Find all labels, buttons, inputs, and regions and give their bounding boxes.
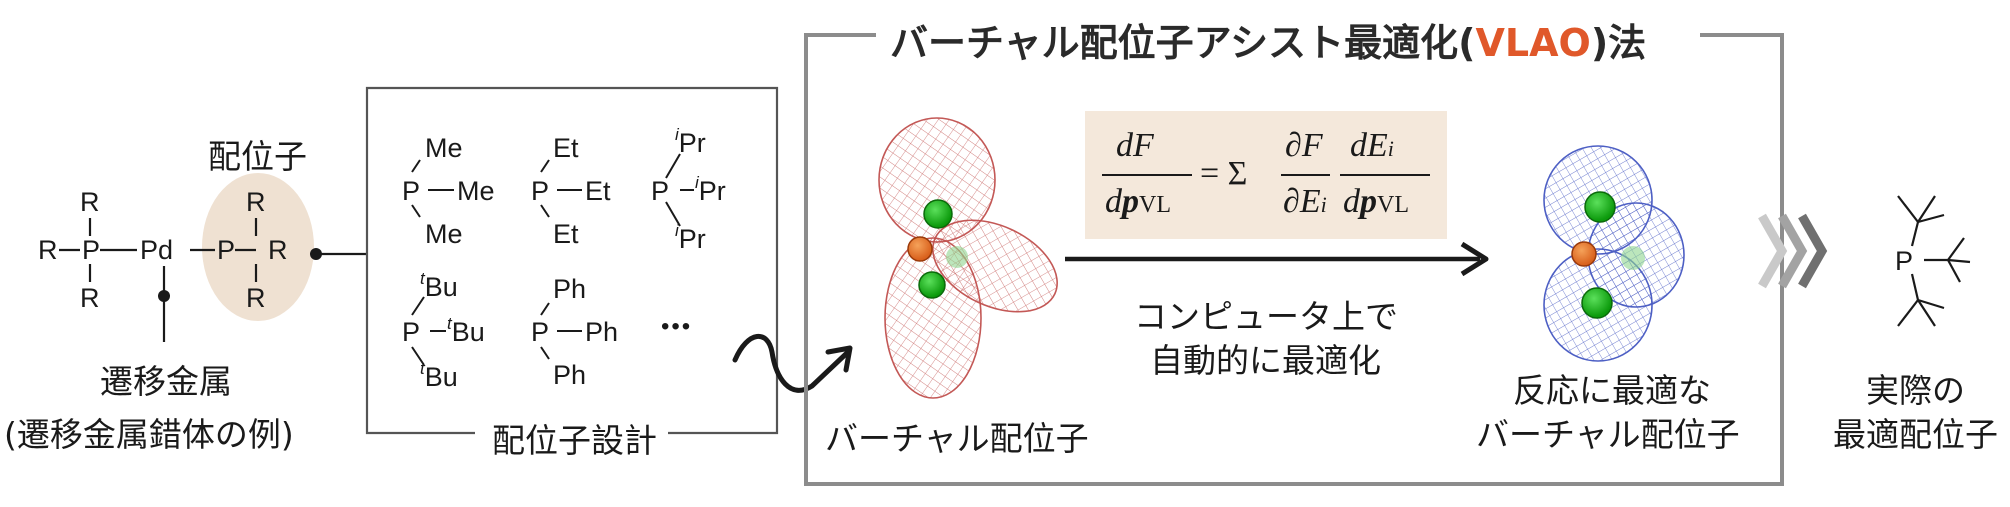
vlao-title: バーチャル配位子アシスト最適化(VLAO)法	[876, 12, 1661, 67]
ligand-structure-bonds	[411, 153, 694, 366]
left-r-top: R	[80, 187, 100, 217]
pme3-sub-top: Me	[425, 133, 463, 163]
optimal-virtual-ligand-line2: バーチャル配位子	[1476, 415, 1740, 454]
ligand-design-caption: 配位子設計	[488, 414, 661, 462]
right-r-bottom: R	[246, 283, 266, 313]
ligand-highlight	[202, 173, 314, 321]
optimal-virtual-ligand-line1: 反応に最適な	[1513, 371, 1711, 410]
left-phosphorus: P	[82, 235, 101, 265]
virtual-ligand-label: バーチャル配位子	[825, 419, 1089, 458]
right-phosphorus: P	[217, 235, 236, 265]
chevron-right-icon	[1758, 213, 1828, 289]
pph3-sub-right: Ph	[585, 317, 619, 347]
wavy-arrow-icon	[732, 333, 851, 393]
ligand-design-box	[365, 86, 779, 435]
pet3-sub-top: Et	[553, 133, 579, 163]
ptbu3-sub-right: tBu	[447, 314, 485, 347]
pme3-p: P	[402, 176, 421, 206]
pipr3-p: P	[651, 176, 670, 206]
actual-ligand-line1: 実際の	[1866, 371, 1965, 410]
ptbu3-sub-bottom: tBu	[420, 359, 458, 392]
virtual-ligand-blue-icon	[1543, 145, 1685, 362]
arrow-caption-line1: コンピュータ上で	[1134, 297, 1398, 336]
right-r-top: R	[246, 187, 266, 217]
pipr3-sub-top: iPr	[675, 125, 706, 158]
complex-example-label: (遷移金属錯体の例)	[4, 415, 294, 454]
left-r-bottom: R	[80, 283, 100, 313]
arrow-right-icon	[1065, 241, 1489, 277]
ptbu3-p: P	[402, 317, 421, 347]
metal-label: 遷移金属	[100, 362, 232, 401]
left-r-left: R	[38, 235, 58, 265]
pph3-p: P	[531, 317, 550, 347]
pet3-sub-right: Et	[585, 176, 611, 206]
pme3-sub-bottom: Me	[425, 219, 463, 249]
metal-pointer-dot	[158, 290, 170, 302]
actual-ligand-line2: 最適配位子	[1833, 415, 1998, 454]
pph3-sub-bottom: Ph	[553, 360, 587, 390]
pipr3-sub-right: iPr	[695, 173, 726, 206]
complex-bonds	[59, 218, 367, 342]
pph3-sub-top: Ph	[553, 274, 587, 304]
pipr3-sub-bottom: iPr	[675, 221, 706, 254]
pet3-p: P	[531, 176, 550, 206]
right-r-right: R	[268, 235, 288, 265]
pet3-sub-bottom: Et	[553, 219, 579, 249]
vlao-frame	[804, 33, 1784, 486]
actual-ligand-skeleton	[1897, 195, 1971, 327]
arrow-caption-line2: 自動的に最適化	[1150, 341, 1381, 380]
ligand-pointer-dot	[310, 248, 322, 260]
pme3-sub-right: Me	[457, 176, 495, 206]
virtual-ligand-red-icon	[878, 117, 1058, 399]
ptbu3-sub-top: tBu	[420, 269, 458, 302]
actual-ligand-p: P	[1895, 246, 1914, 276]
ligand-label: 配位子	[208, 137, 307, 176]
more-ligands-ellipsis: •••	[661, 313, 693, 340]
palladium: Pd	[140, 235, 174, 265]
